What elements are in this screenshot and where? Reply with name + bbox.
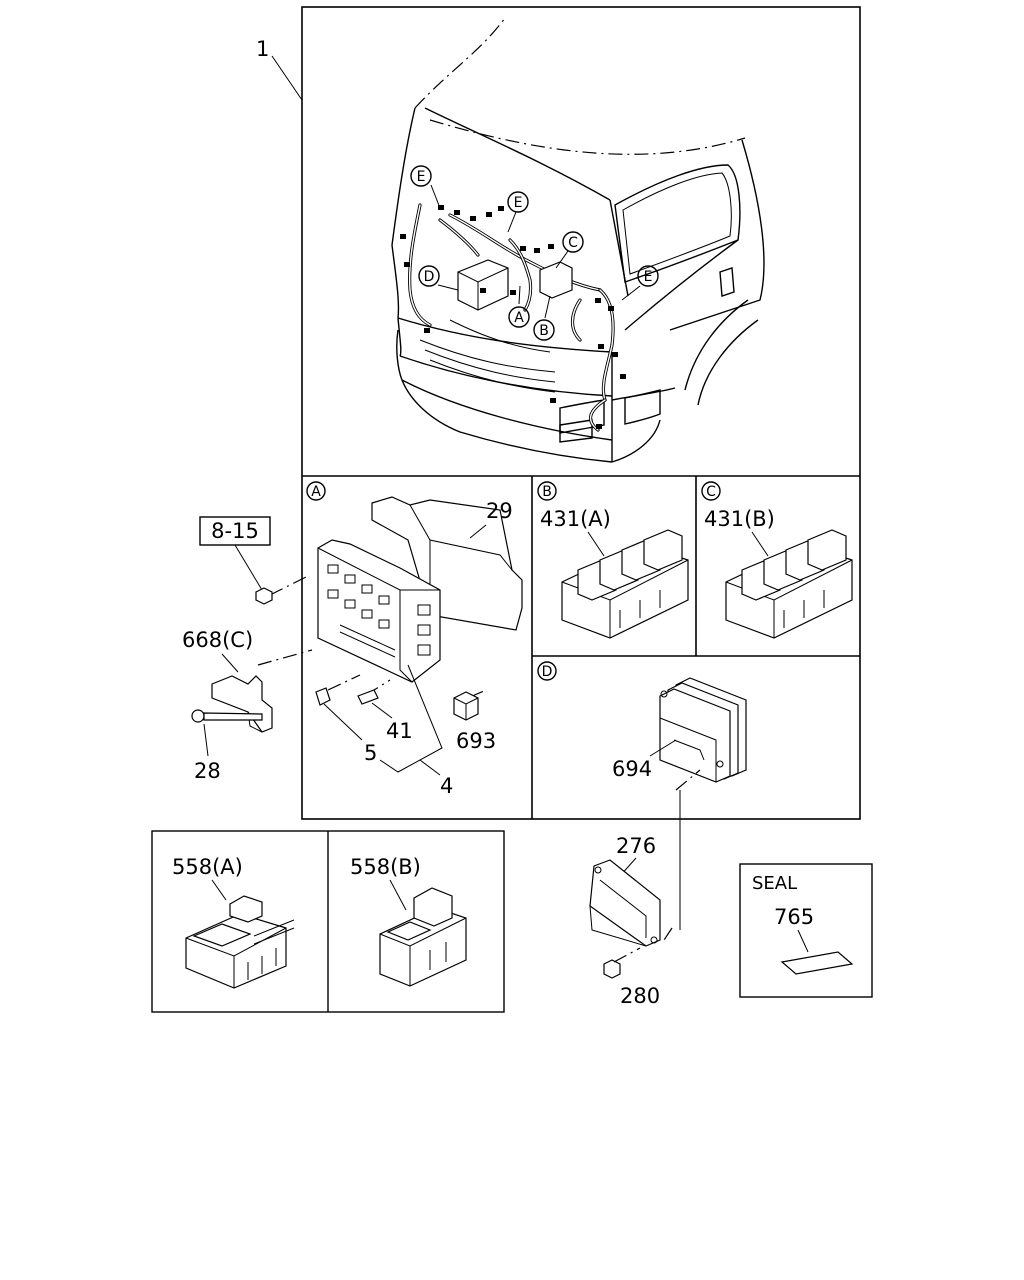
svg-text:D: D — [424, 269, 435, 285]
bolt-28: 28 — [191, 709, 263, 783]
fuse-slots — [327, 564, 431, 658]
svg-text:765: 765 — [774, 905, 814, 929]
svg-text:558(A): 558(A) — [172, 855, 243, 879]
svg-text:694: 694 — [612, 757, 652, 781]
callout-e-right: E — [637, 265, 659, 287]
svg-text:D: D — [542, 664, 553, 680]
svg-text:E: E — [417, 169, 426, 185]
svg-text:431(A): 431(A) — [540, 507, 611, 531]
svg-text:29: 29 — [486, 499, 513, 523]
svg-text:A: A — [311, 484, 321, 500]
svg-text:C: C — [706, 484, 716, 500]
connector-558b: 558(B) — [350, 855, 467, 987]
svg-text:A: A — [514, 310, 524, 326]
svg-text:1: 1 — [256, 37, 269, 61]
panel-c-marker: C — [701, 481, 721, 501]
panel-b-marker: B — [537, 481, 557, 501]
callout-e-middle: E — [507, 191, 529, 213]
connector-558a: 558(A) — [172, 855, 295, 989]
ecu-bracket-shape — [659, 677, 747, 783]
svg-text:8-15: 8-15 — [211, 519, 259, 543]
panel-a-fuse-box: A 29 — [257, 481, 523, 798]
svg-text:28: 28 — [194, 759, 221, 783]
callout-a: A — [508, 306, 530, 328]
relay-block-b — [725, 529, 853, 639]
svg-text:668(C): 668(C) — [182, 628, 253, 652]
svg-text:4: 4 — [440, 774, 453, 798]
harness-connectors — [400, 205, 626, 429]
svg-text:B: B — [539, 323, 549, 339]
label-main-assembly: 1 — [256, 37, 303, 101]
nut-280: 280 — [603, 947, 660, 1008]
svg-text:C: C — [568, 235, 578, 251]
svg-text:276: 276 — [616, 834, 656, 858]
svg-text:693: 693 — [456, 729, 496, 753]
seal-box: SEAL 765 — [739, 863, 873, 998]
svg-text:5: 5 — [364, 741, 377, 765]
svg-text:280: 280 — [620, 984, 660, 1008]
panel-d-marker: D — [537, 661, 557, 681]
svg-text:431(B): 431(B) — [704, 507, 775, 531]
connector-box: 558(A) 558(B) — [151, 830, 505, 1013]
callout-c: C — [562, 231, 584, 253]
callout-b: B — [533, 319, 555, 341]
callout-e-left: E — [410, 165, 432, 187]
relay-block-a — [561, 529, 689, 639]
ref-box-8-15: 8-15 — [199, 516, 273, 605]
svg-text:558(B): 558(B) — [350, 855, 421, 879]
panel-b-relay: B 431(A) — [537, 481, 689, 639]
truck-cab-illustration — [391, 17, 765, 463]
svg-text:SEAL: SEAL — [752, 873, 797, 894]
main-frame — [301, 6, 861, 820]
svg-text:41: 41 — [386, 719, 413, 743]
ecu-276: 276 — [589, 769, 701, 947]
panel-a-marker: A — [306, 481, 326, 501]
svg-text:B: B — [542, 484, 552, 500]
svg-text:E: E — [644, 269, 653, 285]
cab-callouts: E E C D E A B — [410, 165, 659, 341]
svg-text:E: E — [514, 195, 523, 211]
callout-d: D — [418, 265, 440, 287]
panel-c-relay: C 431(B) — [701, 481, 853, 639]
panel-d-ecu-bracket: D 694 — [537, 661, 747, 783]
